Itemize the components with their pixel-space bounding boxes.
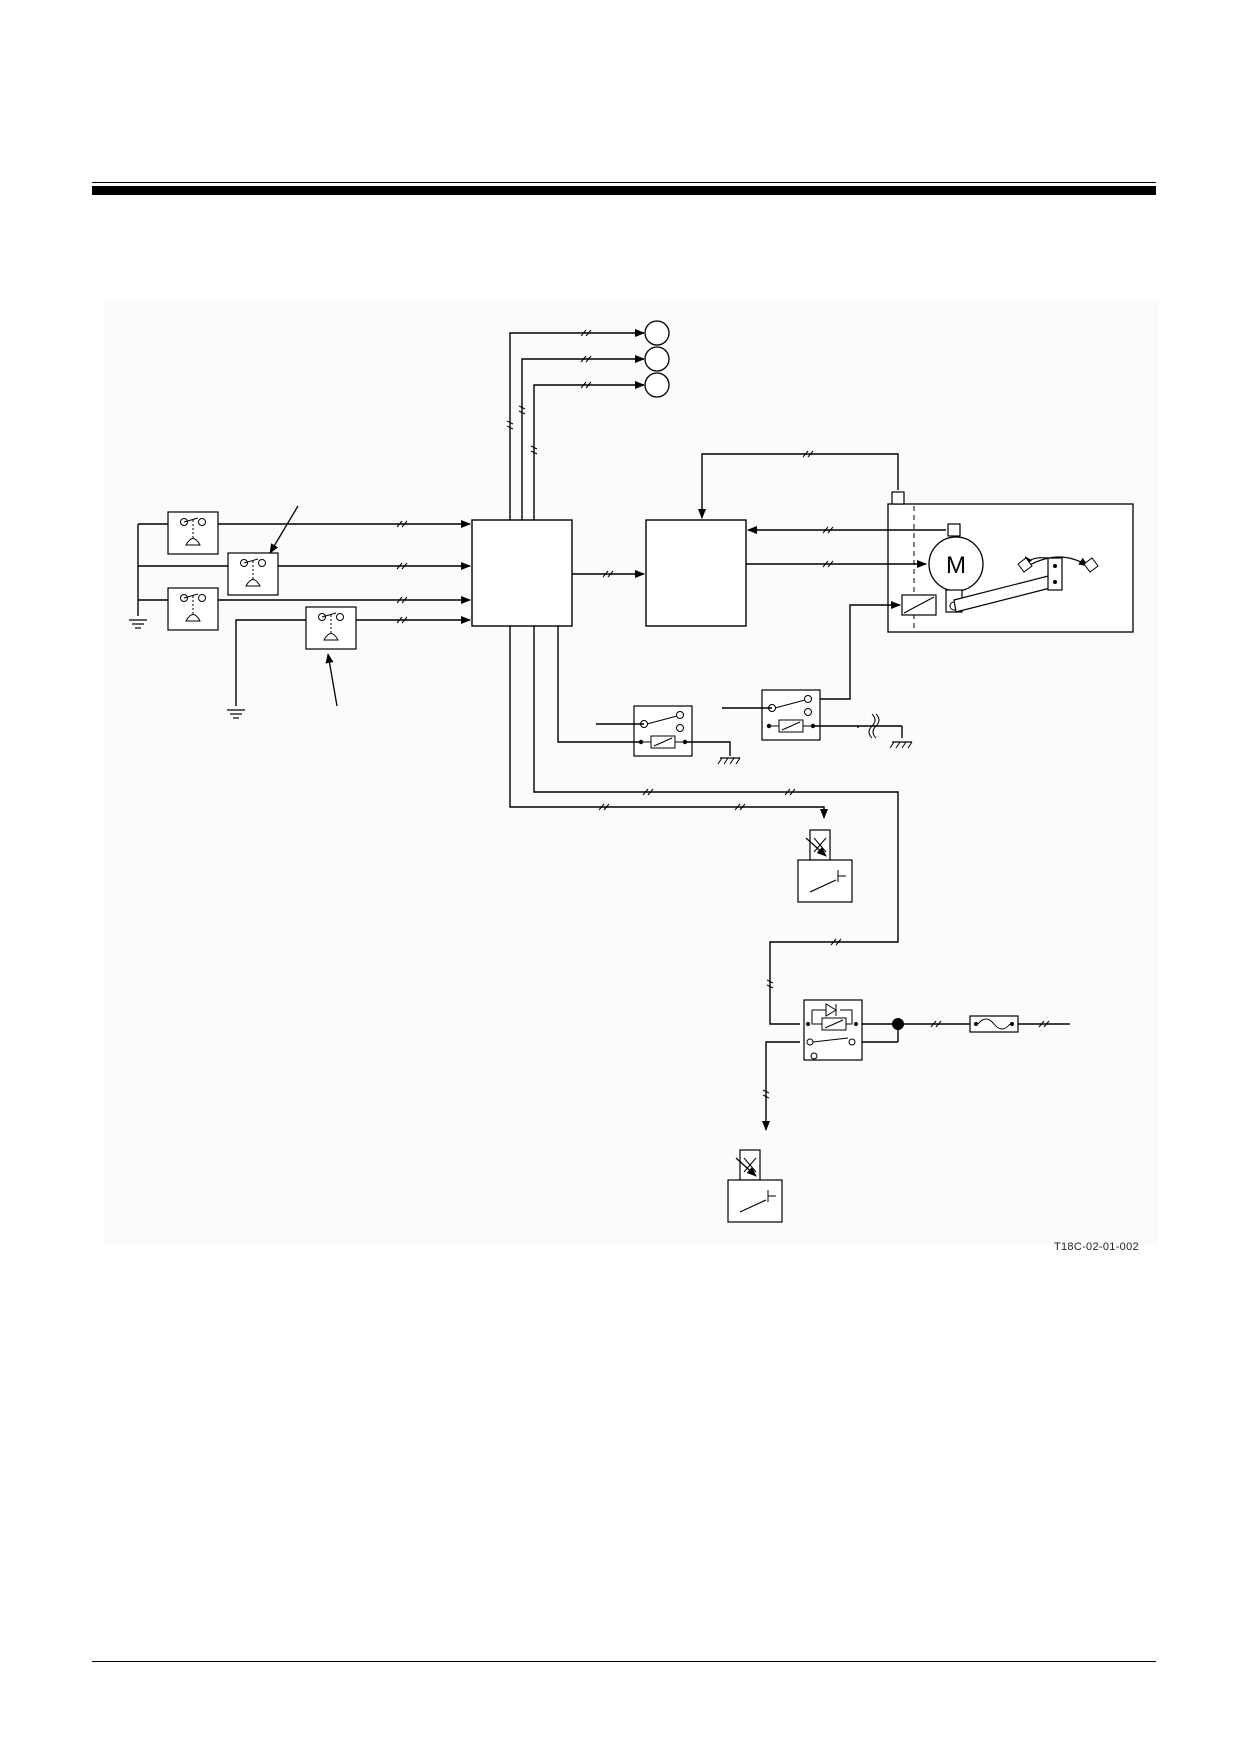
lever-position-a <box>1017 557 1033 573</box>
lever-position-b <box>1083 557 1099 573</box>
pressure-switch-4 <box>305 606 357 650</box>
indicator-2 <box>644 346 670 372</box>
secondary-controller-block <box>645 519 747 627</box>
controller-link <box>572 453 899 578</box>
pointer-arrows <box>269 505 338 707</box>
motor-sensor <box>947 523 961 537</box>
ground-symbol-lower <box>226 709 246 719</box>
main-controller-block <box>471 519 573 627</box>
switch-signal-lines <box>218 520 471 706</box>
motor-lines <box>746 526 946 568</box>
wire-junction <box>892 1018 904 1030</box>
sensor-connector <box>891 491 905 505</box>
chassis-ground-2 <box>889 741 913 749</box>
solenoid-valve-2 <box>727 1149 783 1223</box>
header-rule <box>92 186 1156 195</box>
ground-symbol-left <box>128 619 148 629</box>
pressure-switch-3 <box>167 587 219 631</box>
pressure-switch-1 <box>167 511 219 555</box>
indicator-1 <box>644 320 670 346</box>
pressure-switch-2 <box>227 552 279 596</box>
relay-1 <box>633 705 693 757</box>
left-ground-rail <box>137 523 228 616</box>
solenoid-valve-1 <box>797 829 853 903</box>
relay-wiring <box>557 601 903 756</box>
indicator-3 <box>644 372 670 398</box>
footer-rule <box>92 1661 1156 1662</box>
actuator-travel-arc <box>1027 556 1089 567</box>
motor-label: M <box>946 552 966 579</box>
linkage-bracket <box>1047 557 1063 591</box>
figure-code: T18C-02-01-002 <box>1054 1241 1139 1253</box>
diode-relay <box>803 999 863 1061</box>
fuse <box>969 1015 1019 1033</box>
indicator-lines <box>509 329 645 520</box>
chassis-ground-1 <box>717 757 741 765</box>
diagram-panel <box>104 302 1158 1246</box>
header-rule-thin <box>92 182 1156 183</box>
relay-2 <box>761 689 821 741</box>
